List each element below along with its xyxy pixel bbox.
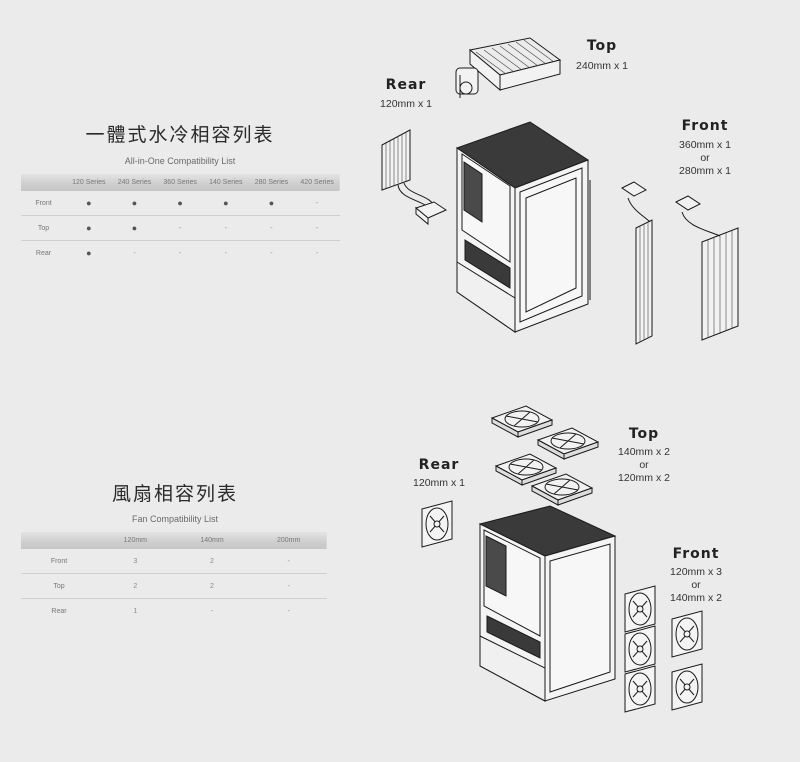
front-fans-120-icon: [624, 585, 656, 713]
table-cell: -: [157, 215, 203, 241]
filled-dot-icon: ●: [202, 191, 249, 216]
table-cell: -: [294, 191, 340, 216]
table-row: Rear ● - - - - -: [21, 241, 340, 266]
table-header-row: 120mm 140mm 200mm: [21, 532, 327, 549]
table-cell: -: [270, 249, 273, 257]
table-row: Front ● ● ● ● ● -: [21, 191, 340, 216]
table-cell: -: [202, 215, 249, 241]
aio-title: 一體式水冷相容列表: [85, 124, 275, 146]
fan-rear-heading: Rear: [418, 457, 460, 473]
fan-rear-label: Rear 120mm x 1: [402, 457, 476, 490]
column-header: 280 Series: [254, 179, 289, 186]
column-header: 200mm: [276, 537, 301, 544]
column-header: 240 Series: [117, 179, 152, 186]
fan-title: 風扇相容列表: [111, 483, 238, 505]
aio-compatibility-table: 120 Series 240 Series 360 Series 140 Ser…: [21, 174, 340, 265]
front-radiator-280-icon: [676, 196, 738, 340]
table-row: Rear 1 - -: [21, 599, 327, 624]
table-cell: -: [294, 215, 340, 241]
table-cell: 3: [97, 549, 174, 574]
aio-front-spec-2: 280mm x 1: [679, 165, 731, 177]
table-cell: -: [133, 249, 136, 257]
fan-top-heading: Top: [628, 426, 660, 442]
front-fans-140-icon: [671, 610, 703, 711]
aio-rear-label: Rear 120mm x 1: [368, 77, 444, 111]
column-header: 420 Series: [300, 179, 334, 186]
table-cell: -: [315, 249, 319, 257]
fan-rear-spec: 120mm x 1: [413, 477, 465, 489]
aio-top-spec: 240mm x 1: [576, 60, 628, 72]
table-cell: 1: [133, 607, 138, 615]
column-header: 360 Series: [163, 179, 197, 186]
filled-dot-icon: ●: [86, 248, 92, 258]
row-label: Top: [21, 215, 66, 241]
row-label: Front: [21, 549, 97, 574]
fan-case-illustration: [421, 405, 703, 713]
column-header: 140mm: [200, 537, 224, 544]
table-cell: 2: [173, 549, 251, 574]
column-header: 120mm: [123, 537, 147, 544]
table-cell: -: [250, 573, 327, 599]
rear-fan-icon: [421, 500, 453, 548]
filled-dot-icon: ●: [111, 215, 158, 241]
aio-rear-heading: Rear: [385, 77, 427, 93]
filled-dot-icon: ●: [157, 191, 203, 216]
filled-dot-icon: ●: [66, 191, 112, 216]
rear-radiator-icon: [382, 130, 446, 224]
fan-front-label: Front 120mm x 3 or 140mm x 2: [656, 546, 736, 605]
fan-front-heading: Front: [672, 546, 720, 562]
fan-compatibility-table: 120mm 140mm 200mm Front 3 2 - Top 2 2 - …: [21, 532, 327, 623]
fan-front-spec-2: 140mm x 2: [670, 592, 722, 604]
fan-front-spec-or: or: [691, 579, 701, 591]
fan-top-spec-or: or: [639, 459, 649, 471]
column-header: [21, 532, 97, 549]
table-cell: -: [178, 249, 182, 257]
pc-case-icon: [480, 506, 615, 701]
top-pump-icon: [456, 68, 478, 98]
fan-front-spec-1: 120mm x 3: [670, 566, 722, 578]
filled-dot-icon: ●: [111, 191, 158, 216]
aio-subtitle: All-in-One Compatibility List: [124, 156, 236, 166]
fan-compatibility-section: 風扇相容列表 Fan Compatibility List 120mm 140m…: [0, 381, 800, 762]
row-label: Rear: [35, 249, 52, 257]
table-cell: -: [248, 215, 295, 241]
aio-case-illustration: [370, 30, 770, 360]
aio-front-spec-1: 360mm x 1: [679, 139, 731, 151]
filled-dot-icon: ●: [66, 215, 112, 241]
pc-case-icon: [457, 122, 590, 332]
row-label: Top: [21, 573, 97, 599]
column-header: [21, 174, 66, 191]
top-radiator-icon: [470, 38, 560, 90]
fan-top-spec-2: 120mm x 2: [618, 472, 670, 484]
table-cell: 2: [97, 573, 174, 599]
column-header: 120 Series: [72, 179, 106, 186]
aio-compatibility-section: 一體式水冷相容列表 All-in-One Compatibility List …: [21, 0, 800, 381]
row-label: Front: [21, 191, 66, 216]
front-radiator-360-icon: [622, 182, 652, 344]
table-cell: -: [224, 249, 227, 257]
aio-front-spec-or: or: [700, 152, 710, 164]
table-cell: -: [250, 549, 327, 574]
fan-top-label: Top 140mm x 2 or 120mm x 2: [604, 426, 684, 485]
top-fans-icon: [491, 405, 599, 506]
table-row: Top 2 2 -: [21, 573, 327, 599]
filled-dot-icon: ●: [248, 191, 295, 216]
aio-top-heading: Top: [586, 38, 618, 54]
table-cell: 2: [173, 573, 251, 599]
table-row: Top ● ● - - - -: [21, 215, 340, 241]
table-cell: -: [210, 607, 214, 615]
aio-front-heading: Front: [681, 118, 729, 134]
aio-front-label: Front 360mm x 1 or 280mm x 1: [664, 118, 746, 178]
table-header-row: 120 Series 240 Series 360 Series 140 Ser…: [21, 174, 340, 191]
fan-subtitle: Fan Compatibility List: [131, 514, 219, 524]
column-header: 140 Series: [209, 179, 243, 186]
fan-top-spec-1: 140mm x 2: [618, 446, 670, 458]
table-row: Front 3 2 -: [21, 549, 327, 574]
table-cell: -: [287, 607, 290, 615]
row-label: Rear: [51, 607, 67, 615]
aio-top-label: Top 240mm x 1: [560, 38, 644, 73]
aio-rear-spec: 120mm x 1: [380, 98, 432, 110]
